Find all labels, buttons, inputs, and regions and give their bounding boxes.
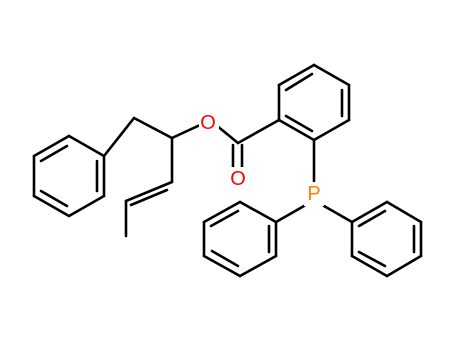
p-right-phenyl-ring (350, 200, 423, 278)
carbonyl-to-ring-bond (236, 118, 281, 145)
alkene-double-bond-inner (129, 188, 169, 207)
ring-to-ch2-bond (102, 116, 136, 158)
atom-labels: O O P (199, 111, 324, 206)
ch-to-ester-o-bond (170, 123, 202, 140)
p-left-phenyl-ring (202, 200, 278, 278)
phosphorus-label: P (307, 183, 320, 205)
phosphine-bonds (274, 138, 354, 224)
alkyl-chain (102, 116, 174, 238)
carbonyl-oxygen-label: O (230, 168, 246, 190)
alkene-double-bond-outer (124, 180, 174, 203)
ester-oxygen-label: O (200, 112, 216, 134)
ester-o-to-carbonyl-bond (214, 123, 240, 145)
ester-group (170, 118, 281, 172)
benzyl-phenyl-ring (32, 134, 106, 218)
benzoate-ring (277, 63, 351, 142)
p-to-left-phenyl-bond (274, 204, 306, 224)
ch2-to-ch-bond (132, 116, 174, 140)
p-to-right-phenyl-bond (322, 204, 354, 224)
